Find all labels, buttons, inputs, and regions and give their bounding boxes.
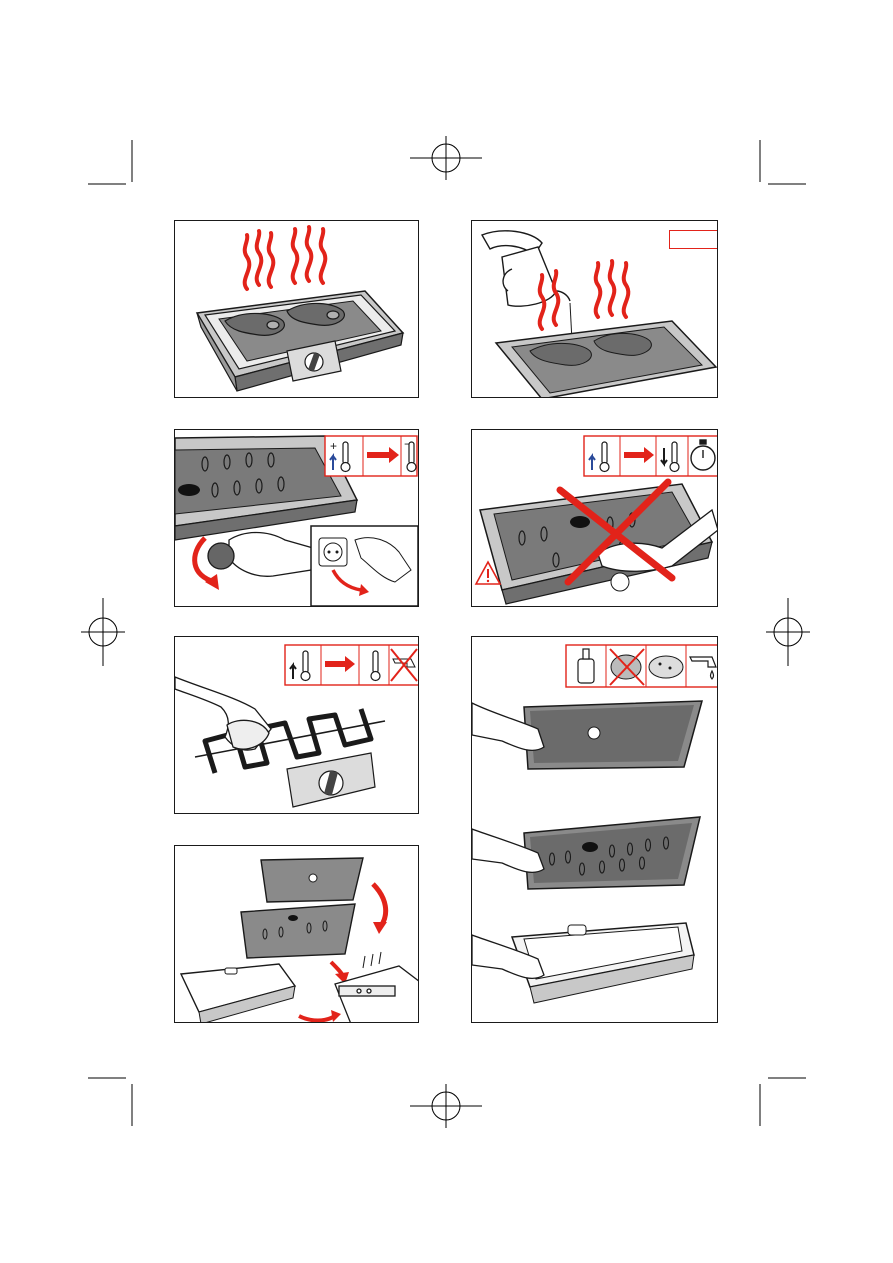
- sponge-icon: [649, 656, 683, 678]
- panel-wash-parts: [471, 636, 718, 1023]
- panel-no-touch-hot: [471, 429, 718, 607]
- svg-text:+: +: [330, 439, 337, 453]
- down-arrow-icon: [373, 884, 386, 926]
- wipe-element-illustration: [175, 637, 419, 814]
- hand-icon: [208, 533, 313, 577]
- tray-icon: [181, 964, 295, 1023]
- grill-icon: [496, 321, 716, 398]
- wall-socket-icon: [311, 526, 418, 606]
- icon-strip: [285, 645, 419, 685]
- no-touch-hot-illustration: [472, 430, 718, 607]
- drip-plate-icon: [261, 858, 363, 902]
- icon-strip: [584, 436, 718, 476]
- red-tag-box: [669, 230, 718, 249]
- wash-parts-illustration: [472, 637, 718, 1023]
- hand-icon: [175, 677, 271, 750]
- icon-strip: [566, 645, 718, 687]
- thermostat-dial-icon: [287, 753, 375, 807]
- dishwasher-illustration: [175, 846, 419, 1023]
- heat-waves-icon: [245, 227, 326, 289]
- panel-grill-hot: [174, 220, 419, 398]
- panel-wipe-element: [174, 636, 419, 814]
- jug-icon: [482, 231, 572, 341]
- grill-hot-illustration: [175, 221, 419, 398]
- grill-plate-icon: [241, 904, 355, 958]
- panel-unplug-cool: + −: [174, 429, 419, 607]
- drip-plate-icon: [524, 701, 702, 769]
- panel-pour-water: [471, 220, 718, 398]
- right-arrow-icon: [299, 1016, 335, 1021]
- icon-strip: + −: [325, 436, 417, 476]
- dishwasher-icon: [335, 952, 419, 1023]
- grill-plate-icon: [524, 817, 700, 889]
- unplug-cool-illustration: + −: [175, 430, 419, 607]
- panel-dishwasher: [174, 845, 419, 1023]
